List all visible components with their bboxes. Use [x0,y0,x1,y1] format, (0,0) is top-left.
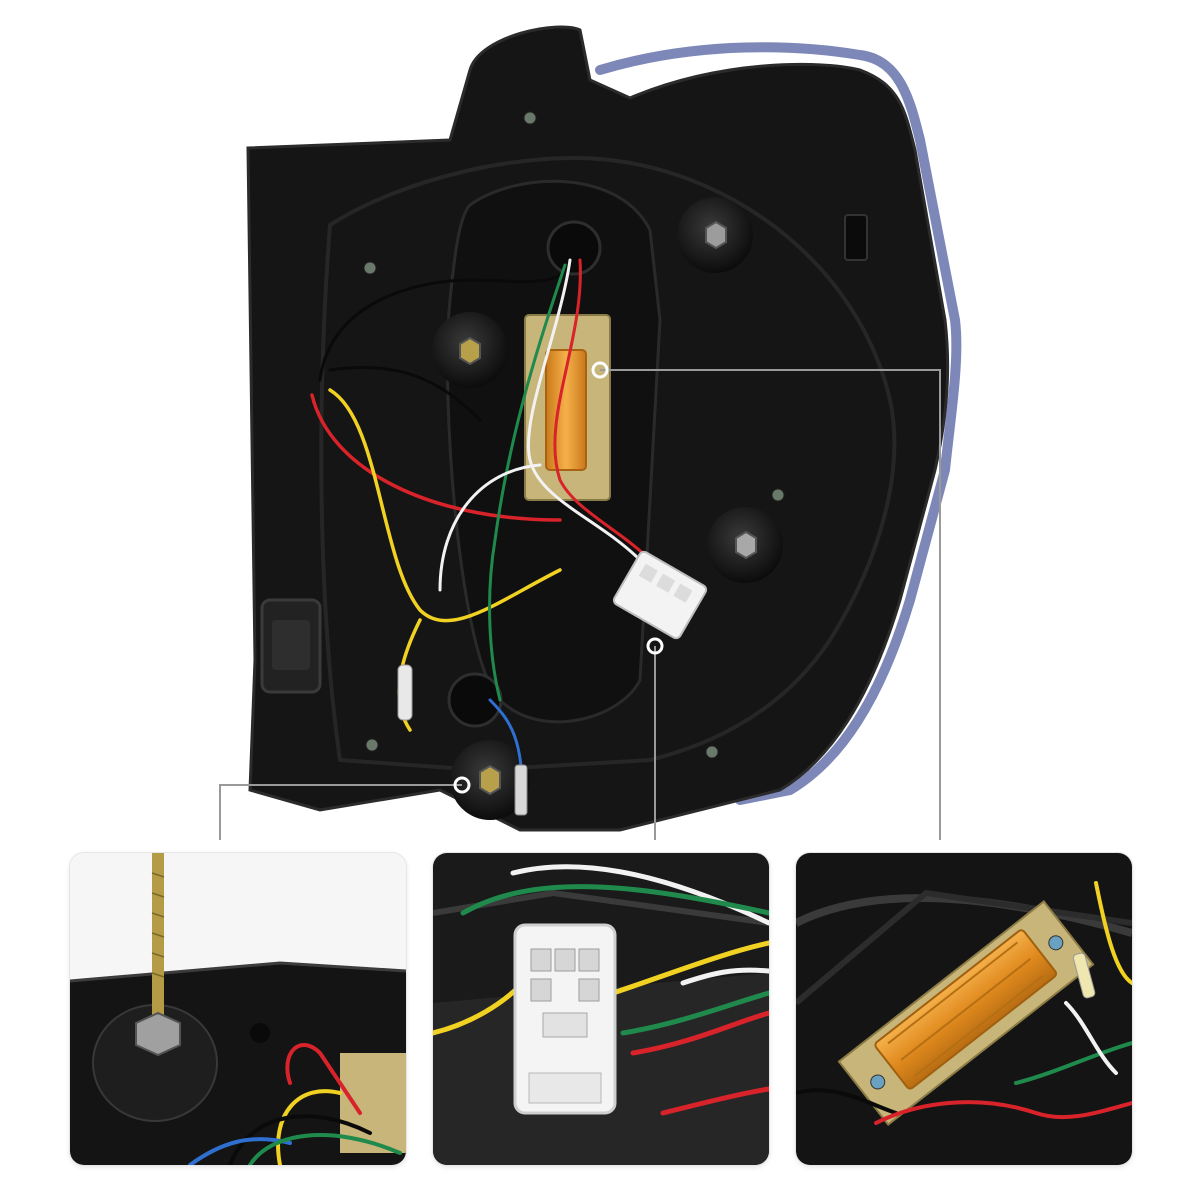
connector-plug-closeup [513,923,617,1115]
screws [363,111,785,759]
lens-edge [595,42,962,805]
callout-markers [453,361,664,794]
mount-boss-upper-left [432,312,508,388]
detail-mount-stud [70,853,406,1165]
callout-lines [219,369,941,840]
hex-nut [135,1011,181,1057]
tail-light-main-photo [219,25,962,840]
inner-ridge [319,156,897,773]
grommet-upper [546,220,602,276]
threaded-stud [152,853,164,1033]
mount-boss-top-right [677,197,753,273]
bullet-connector [397,664,413,721]
wiring-harness [310,258,652,812]
right-clip [844,214,868,261]
mount-boss-right [707,507,783,583]
detail-load-resistor [796,853,1132,1165]
tab-window [272,620,310,670]
mount-boss-bottom [450,740,530,820]
detail-wiring-connector [433,853,769,1165]
wiring-connector-plug [612,550,708,640]
spade-terminal [514,764,528,816]
grommet-lower [447,672,503,728]
